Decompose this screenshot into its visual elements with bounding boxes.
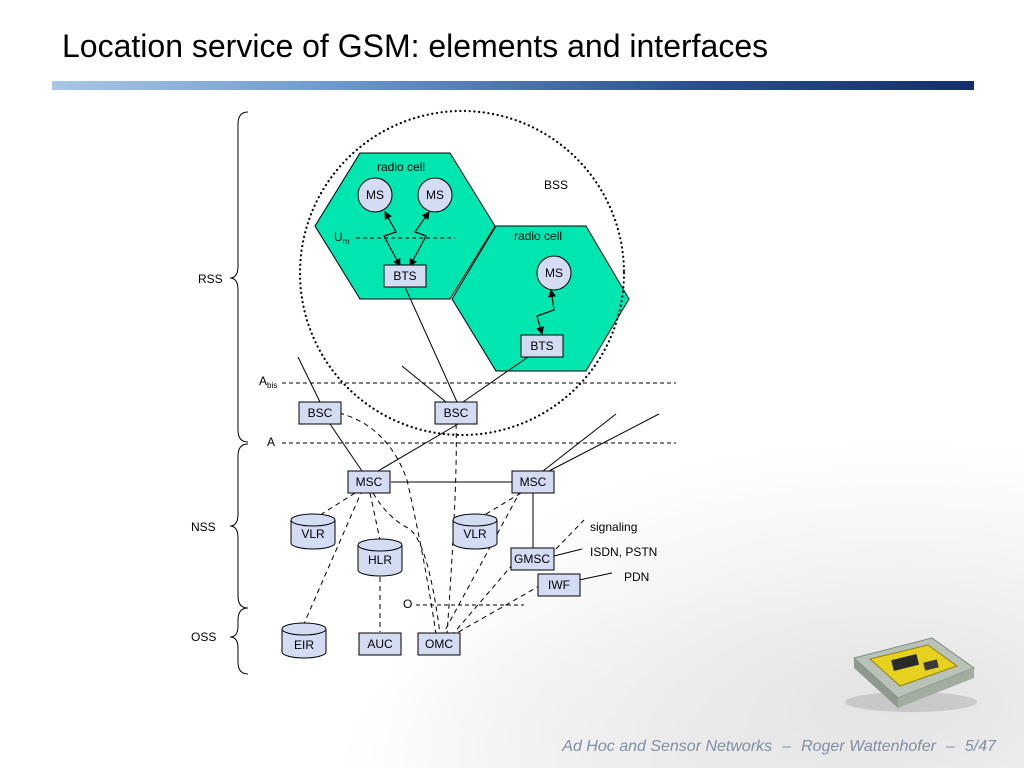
msc-node[interactable]: MSC bbox=[347, 470, 391, 494]
radio-link-ms3-bts2 bbox=[536, 289, 556, 335]
dash-gmsc-signaling bbox=[555, 519, 585, 550]
bts-node[interactable]: BTS bbox=[520, 334, 564, 358]
bts-label: BTS bbox=[530, 339, 553, 353]
msc-label: MSC bbox=[520, 475, 547, 489]
eir-label: EIR bbox=[294, 638, 314, 652]
ms-node[interactable]: MS bbox=[357, 177, 393, 213]
ms-node[interactable]: MS bbox=[417, 177, 453, 213]
iwf-node[interactable]: IWF bbox=[537, 573, 581, 597]
footer-separator: – bbox=[782, 738, 792, 755]
footer-separator: – bbox=[945, 738, 955, 755]
nss-brace bbox=[229, 443, 249, 609]
hlr-label: HLR bbox=[368, 553, 392, 567]
dash-msc2-vlr2 bbox=[480, 492, 522, 518]
bts-node[interactable]: BTS bbox=[383, 264, 427, 288]
rss-brace bbox=[229, 111, 249, 443]
oss-brace bbox=[229, 607, 249, 675]
dash-iwf-omc bbox=[454, 584, 542, 635]
title-underline-bar bbox=[52, 81, 974, 90]
link-ext-bsc2 bbox=[401, 365, 447, 403]
omc-node[interactable]: OMC bbox=[417, 632, 461, 656]
sensor-device-image bbox=[845, 637, 977, 712]
oss-label: OSS bbox=[191, 630, 216, 644]
iwf-label: IWF bbox=[548, 578, 570, 592]
vlr-label: VLR bbox=[463, 527, 487, 541]
subsystem-braces bbox=[229, 111, 249, 675]
bsc-node[interactable]: BSC bbox=[298, 401, 342, 425]
dash-bsc2-omc bbox=[446, 423, 457, 635]
eir-database[interactable]: EIR bbox=[281, 622, 327, 659]
ms-label: MS bbox=[426, 188, 444, 202]
vlr-database[interactable]: VLR bbox=[290, 513, 336, 550]
link-bsc1-msc1 bbox=[329, 423, 363, 472]
link-ext-bsc1 bbox=[297, 356, 321, 403]
omc-label: OMC bbox=[425, 637, 453, 651]
abis-interface-label: Abis bbox=[259, 374, 277, 390]
hlr-database[interactable]: HLR bbox=[357, 538, 403, 577]
dashed-links bbox=[302, 412, 585, 635]
radio-cell-label-1: radio cell bbox=[377, 160, 425, 174]
radio-link-ms1-bts1 bbox=[383, 211, 401, 267]
radio-link-ms2-bts1 bbox=[409, 211, 430, 267]
dash-msc1-vlr1 bbox=[316, 492, 356, 518]
link-bts1-bsc2 bbox=[404, 286, 458, 403]
signaling-label: signaling bbox=[590, 520, 637, 534]
bss-label: BSS bbox=[544, 178, 568, 192]
dash-msc1-hlr bbox=[369, 492, 381, 541]
bsc-label: BSC bbox=[444, 406, 469, 420]
dash-msc2-omc bbox=[442, 489, 522, 635]
radio-cell-label-2: radio cell bbox=[514, 229, 562, 243]
interface-lines bbox=[282, 237, 676, 606]
link-gmsc-isdn bbox=[553, 548, 583, 557]
isdn-pstn-label: ISDN, PSTN bbox=[590, 545, 657, 559]
ms-node[interactable]: MS bbox=[536, 255, 572, 291]
link-msc2-ext2 bbox=[548, 413, 660, 472]
ms-label: MS bbox=[366, 188, 384, 202]
footer-course: Ad Hoc and Sensor Networks bbox=[562, 738, 773, 755]
gmsc-label: GMSC bbox=[514, 552, 550, 566]
vlr-database[interactable]: VLR bbox=[452, 513, 498, 550]
auc-label: AUC bbox=[367, 637, 393, 651]
page-number: 5/47 bbox=[964, 738, 996, 755]
rss-label: RSS bbox=[198, 272, 223, 286]
gmsc-node[interactable]: GMSC bbox=[510, 547, 555, 571]
slide-title: Location service of GSM: elements and in… bbox=[62, 28, 769, 64]
ms-label: MS bbox=[545, 266, 563, 280]
dash-eir-msc1 bbox=[302, 492, 362, 627]
dash-msc1-omc bbox=[372, 492, 441, 635]
bsc-node[interactable]: BSC bbox=[434, 401, 478, 425]
link-iwf-pdn bbox=[578, 572, 613, 581]
o-interface-label: O bbox=[403, 597, 412, 611]
bss-boundary bbox=[298, 109, 626, 437]
slide-footer: Ad Hoc and Sensor Networks–Roger Wattenh… bbox=[562, 738, 996, 756]
bsc-label: BSC bbox=[308, 406, 333, 420]
link-msc2-ext1 bbox=[542, 413, 617, 472]
link-bts2-bsc2 bbox=[462, 356, 529, 403]
radio-links bbox=[383, 211, 556, 335]
pdn-label: PDN bbox=[624, 570, 649, 584]
link-bsc2-msc1 bbox=[377, 423, 459, 472]
solid-links bbox=[297, 286, 660, 581]
msc-label: MSC bbox=[356, 475, 383, 489]
auc-node[interactable]: AUC bbox=[358, 632, 402, 656]
nss-label: NSS bbox=[191, 520, 216, 534]
a-interface-label: A bbox=[267, 435, 275, 449]
dash-bsc1-omc bbox=[338, 412, 437, 635]
bts-label: BTS bbox=[393, 269, 416, 283]
dash-gmsc-omc bbox=[452, 563, 514, 635]
footer-author: Roger Wattenhofer bbox=[801, 738, 936, 755]
vlr-label: VLR bbox=[301, 527, 325, 541]
msc-node[interactable]: MSC bbox=[511, 470, 555, 494]
um-interface-label: Um bbox=[334, 230, 350, 246]
